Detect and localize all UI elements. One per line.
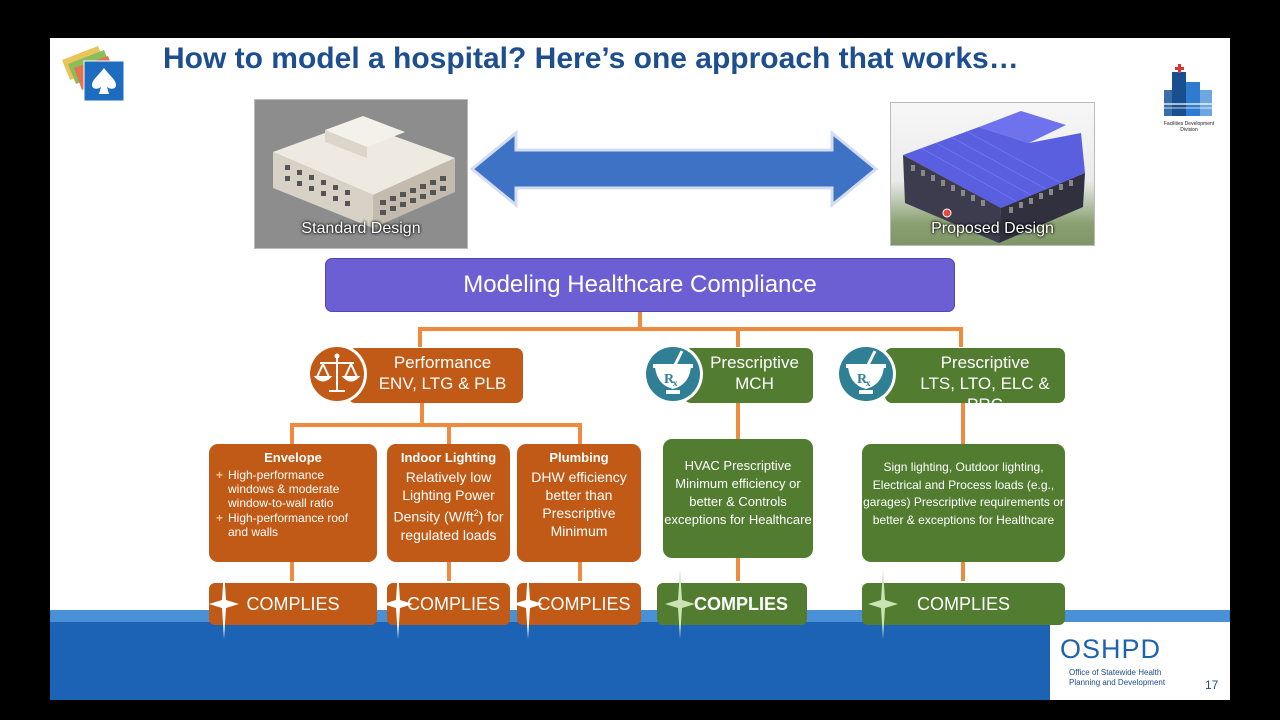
connector xyxy=(961,562,965,581)
prescriptive-lts-line1: Prescriptive xyxy=(940,353,1030,372)
prescriptive-mch-box: Prescriptive MCH xyxy=(684,348,813,403)
connector xyxy=(290,423,582,427)
complies-badge: COMPLIES xyxy=(209,569,377,639)
connector xyxy=(420,403,424,424)
prescriptive-mch-line1: Prescriptive xyxy=(710,353,799,372)
prescriptive-mch-line2: MCH xyxy=(735,374,774,393)
connector xyxy=(961,403,965,444)
double-headed-arrow xyxy=(469,130,879,208)
performance-line1: Performance xyxy=(393,353,492,372)
complies-label: COMPLIES xyxy=(246,594,340,614)
proposed-building-illustration xyxy=(903,111,1085,243)
signage-lighting-box: Sign lighting, Outdoor lighting, Electri… xyxy=(862,444,1065,562)
plumbing-body: DHW efficiency better than Prescriptive … xyxy=(531,469,627,539)
standard-design-caption: Standard Design xyxy=(301,220,421,237)
energy-commission-logo xyxy=(62,46,125,102)
connector xyxy=(736,327,740,347)
complies-label: COMPLIES xyxy=(537,594,631,614)
oshpd-logo: OSHPD Office of Statewide Health Plannin… xyxy=(1060,634,1180,688)
connector xyxy=(290,562,294,581)
connector xyxy=(736,403,740,439)
modeling-compliance-box: Modeling Healthcare Compliance xyxy=(325,258,955,312)
building-icon xyxy=(1162,64,1216,116)
sparkle-icon xyxy=(868,569,898,639)
standard-building-illustration xyxy=(255,100,467,248)
hvac-box: HVAC Prescriptive Minimum efficiency or … xyxy=(663,439,813,558)
slide-title: How to model a hospital? Here’s one appr… xyxy=(163,42,1019,75)
logo-right-caption: Facilities Development Division xyxy=(1163,121,1215,133)
footer-band-dark xyxy=(50,622,1230,700)
performance-line2: ENV, LTG & PLB xyxy=(378,374,507,393)
complies-badge: COMPLIES xyxy=(657,569,807,639)
plumbing-box: Plumbing DHW efficiency better than Pres… xyxy=(517,444,641,562)
performance-box: Performance ENV, LTG & PLB xyxy=(348,348,523,403)
connector xyxy=(638,312,642,328)
proposed-design-image: Proposed Design xyxy=(890,102,1095,246)
sparkle-icon xyxy=(513,569,543,639)
scales-of-justice-icon xyxy=(307,344,367,404)
oshpd-org-line: Planning and Development xyxy=(1069,678,1166,687)
proposed-design-caption: Proposed Design xyxy=(931,220,1054,237)
svg-text:R: R xyxy=(857,372,868,387)
connector xyxy=(418,327,422,347)
envelope-bullet-list: High-performance windows & moderate wind… xyxy=(215,468,371,539)
connector xyxy=(578,423,582,444)
complies-badge: COMPLIES xyxy=(383,569,510,639)
svg-text:x: x xyxy=(673,378,678,388)
plumbing-heading: Plumbing xyxy=(549,450,609,465)
connector xyxy=(447,423,451,444)
prescriptive-lts-line2: LTS, LTO, ELC & PRC xyxy=(920,374,1050,414)
svg-text:x: x xyxy=(866,378,871,388)
sparkle-icon xyxy=(383,569,413,639)
connector xyxy=(290,423,294,444)
complies-badge: COMPLIES xyxy=(513,569,641,639)
indoor-lighting-body-text: ) for regulated loads xyxy=(400,508,504,543)
oshpd-org-line: Office of Statewide Health xyxy=(1069,668,1162,677)
footer-logo-area xyxy=(1050,622,1230,700)
connector xyxy=(418,327,963,331)
complies-label: COMPLIES xyxy=(916,594,1011,614)
connector xyxy=(736,558,740,581)
envelope-bullet: High-performance roof and walls xyxy=(215,511,371,539)
svg-text:R: R xyxy=(664,372,675,387)
facilities-development-logo: Facilities Development Division xyxy=(1158,60,1220,138)
indoor-lighting-box: Indoor Lighting Relatively low Lighting … xyxy=(387,444,510,562)
page-number: 17 xyxy=(1205,678,1219,692)
indoor-lighting-body-text: Relatively low Lighting Power Density (W… xyxy=(393,469,495,525)
superscript: 2 xyxy=(473,508,479,518)
complies-label: COMPLIES xyxy=(693,594,788,614)
prescriptive-lts-box: Prescriptive LTS, LTO, ELC & PRC xyxy=(885,348,1065,414)
sparkle-icon xyxy=(209,569,239,639)
connector xyxy=(578,562,582,581)
sparkle-icon xyxy=(665,569,695,639)
complies-badge: COMPLIES xyxy=(862,569,1065,639)
envelope-heading: Envelope xyxy=(264,450,322,465)
rx-mortar-icon: R x xyxy=(643,344,703,404)
envelope-bullet: High-performance windows & moderate wind… xyxy=(215,468,371,510)
indoor-lighting-body: Relatively low Lighting Power Density (W… xyxy=(387,468,510,544)
envelope-box: Envelope High-performance windows & mode… xyxy=(209,444,377,562)
indoor-lighting-heading: Indoor Lighting xyxy=(400,450,497,465)
connector xyxy=(959,327,963,347)
oshpd-brand: OSHPD xyxy=(1060,634,1162,664)
connector xyxy=(447,562,451,581)
standard-design-image: Standard Design xyxy=(254,99,468,249)
rx-mortar-icon: R x xyxy=(836,344,896,404)
slide: How to model a hospital? Here’s one appr… xyxy=(50,38,1230,700)
complies-label: COMPLIES xyxy=(406,594,501,614)
